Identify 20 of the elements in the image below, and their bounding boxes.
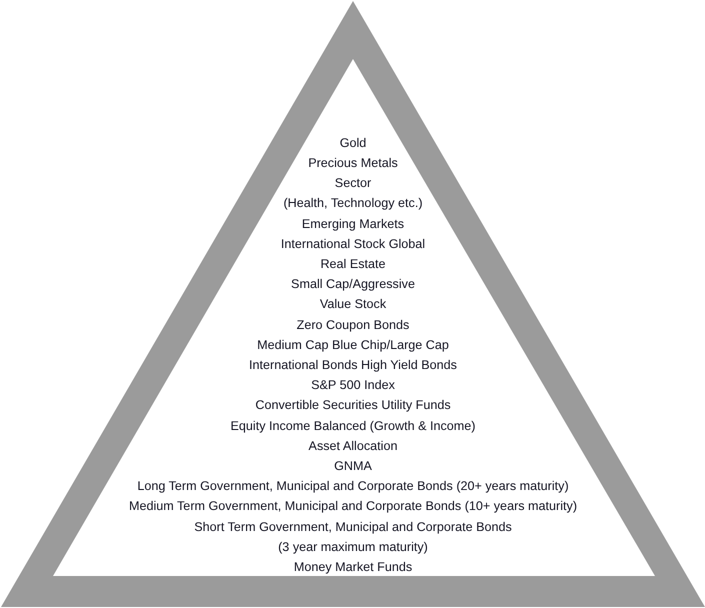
asset-class-label: Short Term Government, Municipal and Corporate Bonds (3 year maximum maturity) xyxy=(194,518,512,556)
asset-class-label: Equity Income Balanced (Growth & Income) xyxy=(230,418,476,435)
asset-class-label: Medium Term Government, Municipal and Corporate Bonds (10+ years maturity) xyxy=(128,498,578,516)
asset-class-label: S&P 500 Index xyxy=(311,377,395,394)
asset-class-label: Small Cap/Aggressive xyxy=(291,276,415,294)
asset-class-label: Convertible Securities Utility Funds xyxy=(255,397,451,414)
asset-class-label: Sector (Health, Technology etc.) xyxy=(283,175,423,212)
asset-class-label: GNMA xyxy=(334,458,372,475)
asset-class-label: International Bonds High Yield Bonds xyxy=(249,356,457,374)
asset-class-label: Money Market Funds xyxy=(294,558,412,576)
asset-class-label: Zero Coupon Bonds xyxy=(296,316,410,334)
asset-class-label: Asset Allocation xyxy=(308,438,398,455)
asset-class-label: Precious Metals xyxy=(308,155,398,172)
asset-class-label: Gold xyxy=(340,134,366,152)
asset-class-label: Value Stock xyxy=(320,296,386,314)
asset-class-label: Real Estate xyxy=(320,256,386,274)
asset-class-label: Long Term Government, Municipal and Corporate Bonds (20+ years maturity) xyxy=(137,478,569,496)
asset-class-label: Medium Cap Blue Chip/Large Cap xyxy=(257,336,449,354)
asset-class-label: Emerging Markets xyxy=(302,216,404,233)
asset-class-label: International Stock Global xyxy=(280,236,426,253)
